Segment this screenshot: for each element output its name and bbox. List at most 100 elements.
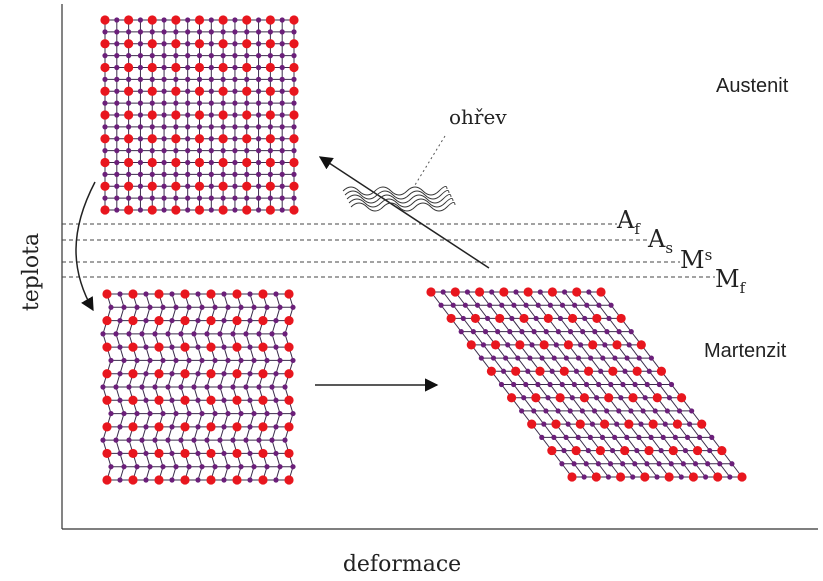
small-atom [161,100,167,106]
large-atom [265,134,275,144]
small-atom [232,29,238,35]
small-atom [212,464,218,470]
small-atom [547,381,553,388]
large-atom [289,157,299,168]
small-atom [208,64,214,71]
small-atom [277,304,283,310]
large-atom [171,39,181,49]
large-atom [579,393,590,403]
small-atom [600,355,606,361]
small-atom [279,195,285,201]
large-atom [258,342,268,352]
small-atom [161,159,167,166]
small-atom [121,304,127,310]
small-atom [185,183,191,189]
large-atom [258,395,268,405]
small-atom [624,355,630,361]
small-atom [247,371,253,377]
large-atom [258,448,268,459]
large-atom [539,340,549,350]
small-atom [102,148,108,154]
small-atom [173,304,179,310]
small-atom [208,76,214,82]
small-atom [620,461,626,467]
small-atom [624,434,630,440]
small-atom [291,53,297,59]
small-atom [185,76,191,82]
small-atom [587,434,593,440]
large-atom [258,422,268,432]
small-atom [114,100,120,106]
large-atom [124,39,134,49]
small-atom [273,397,279,403]
large-atom [713,472,723,482]
large-atom [616,313,626,324]
small-atom [571,381,577,388]
large-atom [232,289,242,299]
large-atom [128,342,138,352]
large-atom [100,181,110,191]
large-atom [147,62,157,73]
large-atom [284,289,294,299]
large-atom [656,366,667,376]
small-atom [255,183,262,189]
large-atom [171,205,181,215]
large-atom [242,181,252,191]
large-atom [102,289,112,299]
large-atom [426,287,436,297]
large-atom [289,86,299,96]
small-atom [551,434,557,440]
small-atom [553,342,559,348]
small-atom [583,461,589,467]
large-atom [102,315,112,326]
small-atom [169,317,175,324]
small-atom [195,344,201,350]
large-atom [218,62,228,73]
small-atom [221,344,227,350]
small-atom [680,461,686,467]
small-atom [137,171,144,177]
large-atom [571,445,581,456]
small-atom [204,437,210,443]
large-atom [632,366,642,376]
small-atom [195,291,201,297]
large-atom [265,62,275,73]
small-atom [134,464,140,470]
small-atom [196,148,203,154]
large-atom [258,369,268,379]
large-atom [100,62,110,73]
large-atom [102,342,112,352]
small-atom [100,437,106,443]
small-atom [545,395,551,401]
small-atom [108,357,114,364]
large-atom [180,342,190,352]
small-atom [686,421,693,427]
large-atom [100,157,110,168]
large-atom [124,205,134,215]
large-atom [147,110,157,120]
small-atom [632,461,638,467]
small-atom [225,304,231,310]
large-atom [628,393,638,403]
large-atom [572,287,582,297]
small-atom [114,41,120,47]
small-atom [279,148,285,154]
small-atom [571,461,577,467]
small-atom [199,304,205,310]
small-atom [221,397,227,403]
small-atom [169,291,175,297]
small-atom [531,408,537,414]
large-atom [289,39,299,49]
small-atom [547,302,553,308]
small-atom [232,41,238,47]
small-atom [199,410,205,417]
small-atom [185,41,191,47]
large-atom [676,393,687,403]
as-label: As [647,225,673,257]
small-atom [267,148,273,154]
small-atom [509,315,515,322]
small-atom [689,408,695,414]
small-atom [290,357,296,364]
small-atom [607,461,614,467]
small-atom [636,355,642,361]
